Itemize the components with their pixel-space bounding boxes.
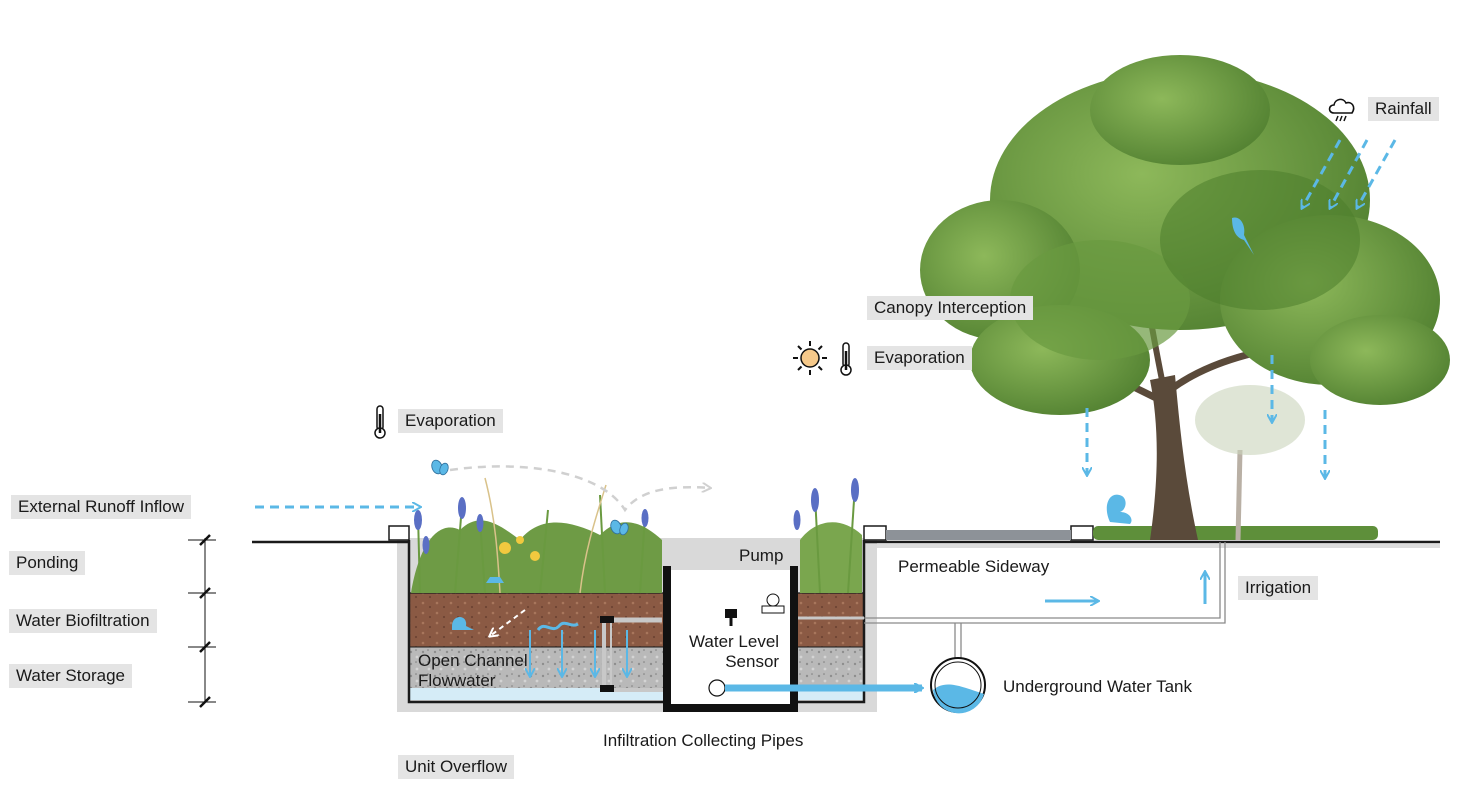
permeable-sideway-label: Permeable Sideway xyxy=(898,557,1050,576)
thermometer-icon xyxy=(840,342,852,376)
water-flow-arrows xyxy=(255,139,1397,688)
bird-icon xyxy=(1232,217,1254,255)
sun-icon xyxy=(793,341,827,375)
pipe-network xyxy=(600,542,1226,697)
evaporation-left-label: Evaporation xyxy=(398,409,503,433)
snail-icon xyxy=(452,617,474,630)
unit-overflow-label: Unit Overflow xyxy=(398,755,515,779)
canopy-interception-label: Canopy Interception xyxy=(867,296,1034,320)
tree xyxy=(920,55,1450,541)
water-level-sensor-label: Water Level Sensor xyxy=(689,632,780,671)
evaporation-arrows xyxy=(449,465,710,636)
underground-water-tank xyxy=(930,657,986,714)
layer-scale-bar xyxy=(188,534,216,708)
infiltration-collecting-pipes-label: Infiltration Collecting Pipes xyxy=(603,731,804,750)
irrigation-label: Irrigation xyxy=(1238,576,1319,600)
evaporation-tree-label: Evaporation xyxy=(867,346,972,370)
pump-label: Pump xyxy=(739,546,784,565)
wildlife xyxy=(431,217,1254,632)
butterfly-icon xyxy=(610,519,629,536)
rainfall-label: Rainfall xyxy=(1368,97,1439,121)
squirrel-icon xyxy=(1106,494,1132,524)
butterfly-icon xyxy=(431,459,449,476)
open-channel-flowwater-label: Open Channel Flowwater xyxy=(418,651,528,690)
bug-icon xyxy=(486,577,504,583)
pump-device xyxy=(761,593,785,614)
thermometer-icon xyxy=(374,405,386,439)
water-level-sensor-device xyxy=(725,609,737,618)
water-storage-label: Water Storage xyxy=(9,664,132,688)
underground-water-tank-label: Underground Water Tank xyxy=(1003,677,1192,696)
earthworm-icon xyxy=(536,621,579,632)
water-biofiltration-label: Water Biofiltration xyxy=(9,609,157,633)
rain-cloud-icon xyxy=(1328,98,1355,122)
ponding-label: Ponding xyxy=(9,551,86,575)
rain-garden-plants xyxy=(411,477,862,594)
external-runoff-inflow-label: External Runoff Inflow xyxy=(11,495,191,519)
